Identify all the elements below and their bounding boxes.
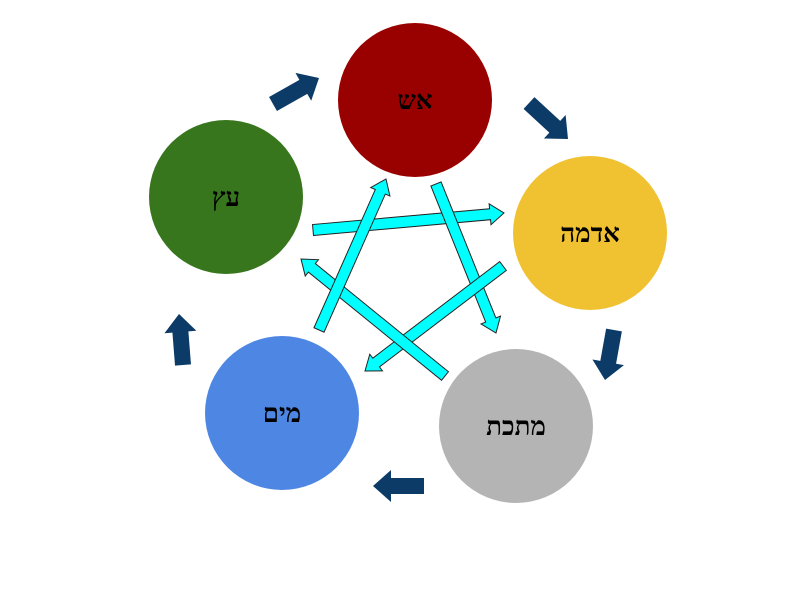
metal-circle bbox=[439, 349, 593, 503]
element-metal: מתכת bbox=[439, 349, 593, 503]
wood-circle bbox=[149, 120, 303, 274]
element-circles: אש אדמה מתכת מים עץ bbox=[149, 23, 667, 503]
earth-label: אדמה bbox=[560, 219, 620, 249]
generating-cycle-arrows bbox=[164, 72, 624, 502]
fire-label: אש bbox=[397, 86, 432, 116]
water-circle bbox=[205, 336, 359, 490]
wood-controls-earth-arrow bbox=[311, 202, 505, 237]
wood-label: עץ bbox=[212, 183, 240, 213]
element-water: מים bbox=[205, 336, 359, 490]
element-wood: עץ bbox=[149, 120, 303, 274]
fire-circle bbox=[338, 23, 492, 177]
wood-generates-fire-arrow bbox=[269, 72, 319, 111]
metal-label: מתכת bbox=[486, 412, 546, 442]
element-fire: אש bbox=[338, 23, 492, 177]
fire-generates-earth-arrow bbox=[523, 97, 568, 139]
water-controls-fire-arrow bbox=[313, 178, 391, 333]
fire-controls-metal-arrow bbox=[430, 181, 502, 334]
element-earth: אדמה bbox=[513, 156, 667, 310]
water-generates-wood-arrow bbox=[164, 314, 197, 366]
metal-generates-water-arrow bbox=[373, 470, 424, 502]
water-label: מים bbox=[263, 399, 301, 429]
earth-circle bbox=[513, 156, 667, 310]
controlling-cycle-arrows bbox=[300, 178, 508, 381]
earth-generates-metal-arrow bbox=[592, 328, 624, 380]
